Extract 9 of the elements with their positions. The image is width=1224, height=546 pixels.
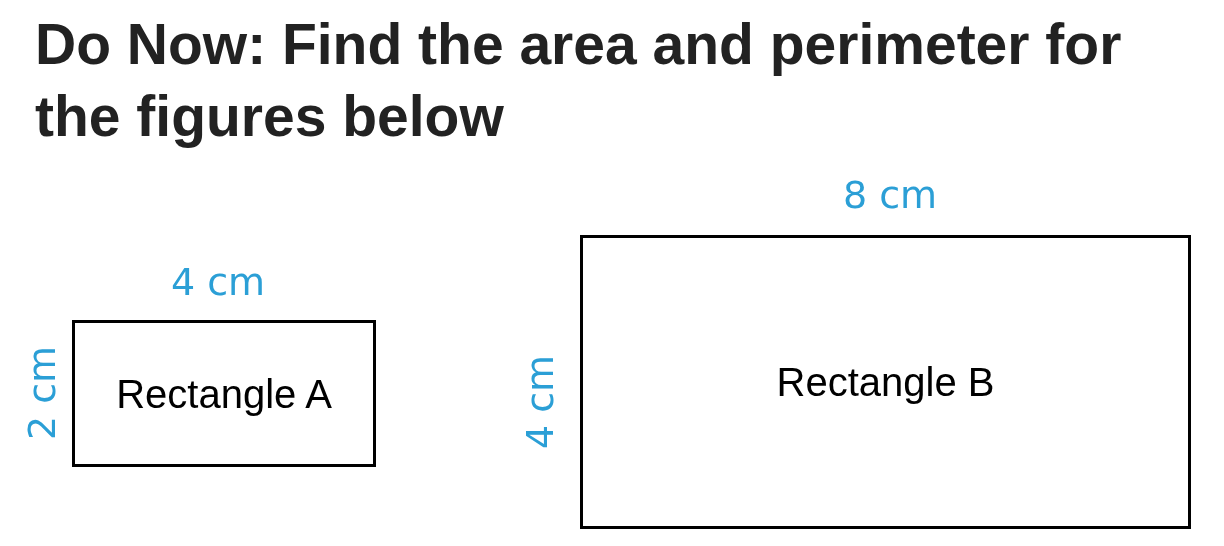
rectangle xyxy=(72,320,376,467)
dimension-label: 4 cm xyxy=(170,263,266,301)
dimension-label: 8 cm xyxy=(842,176,938,214)
rectangle xyxy=(580,235,1191,529)
dimension-label: 4 cm xyxy=(521,354,559,450)
shape-label: Rectangle A xyxy=(116,370,332,418)
dimension-label: 2 cm xyxy=(23,345,61,441)
shape-label: Rectangle B xyxy=(776,359,995,406)
title: Do Now: Find the area and perimeter for the figures below xyxy=(35,11,1123,150)
